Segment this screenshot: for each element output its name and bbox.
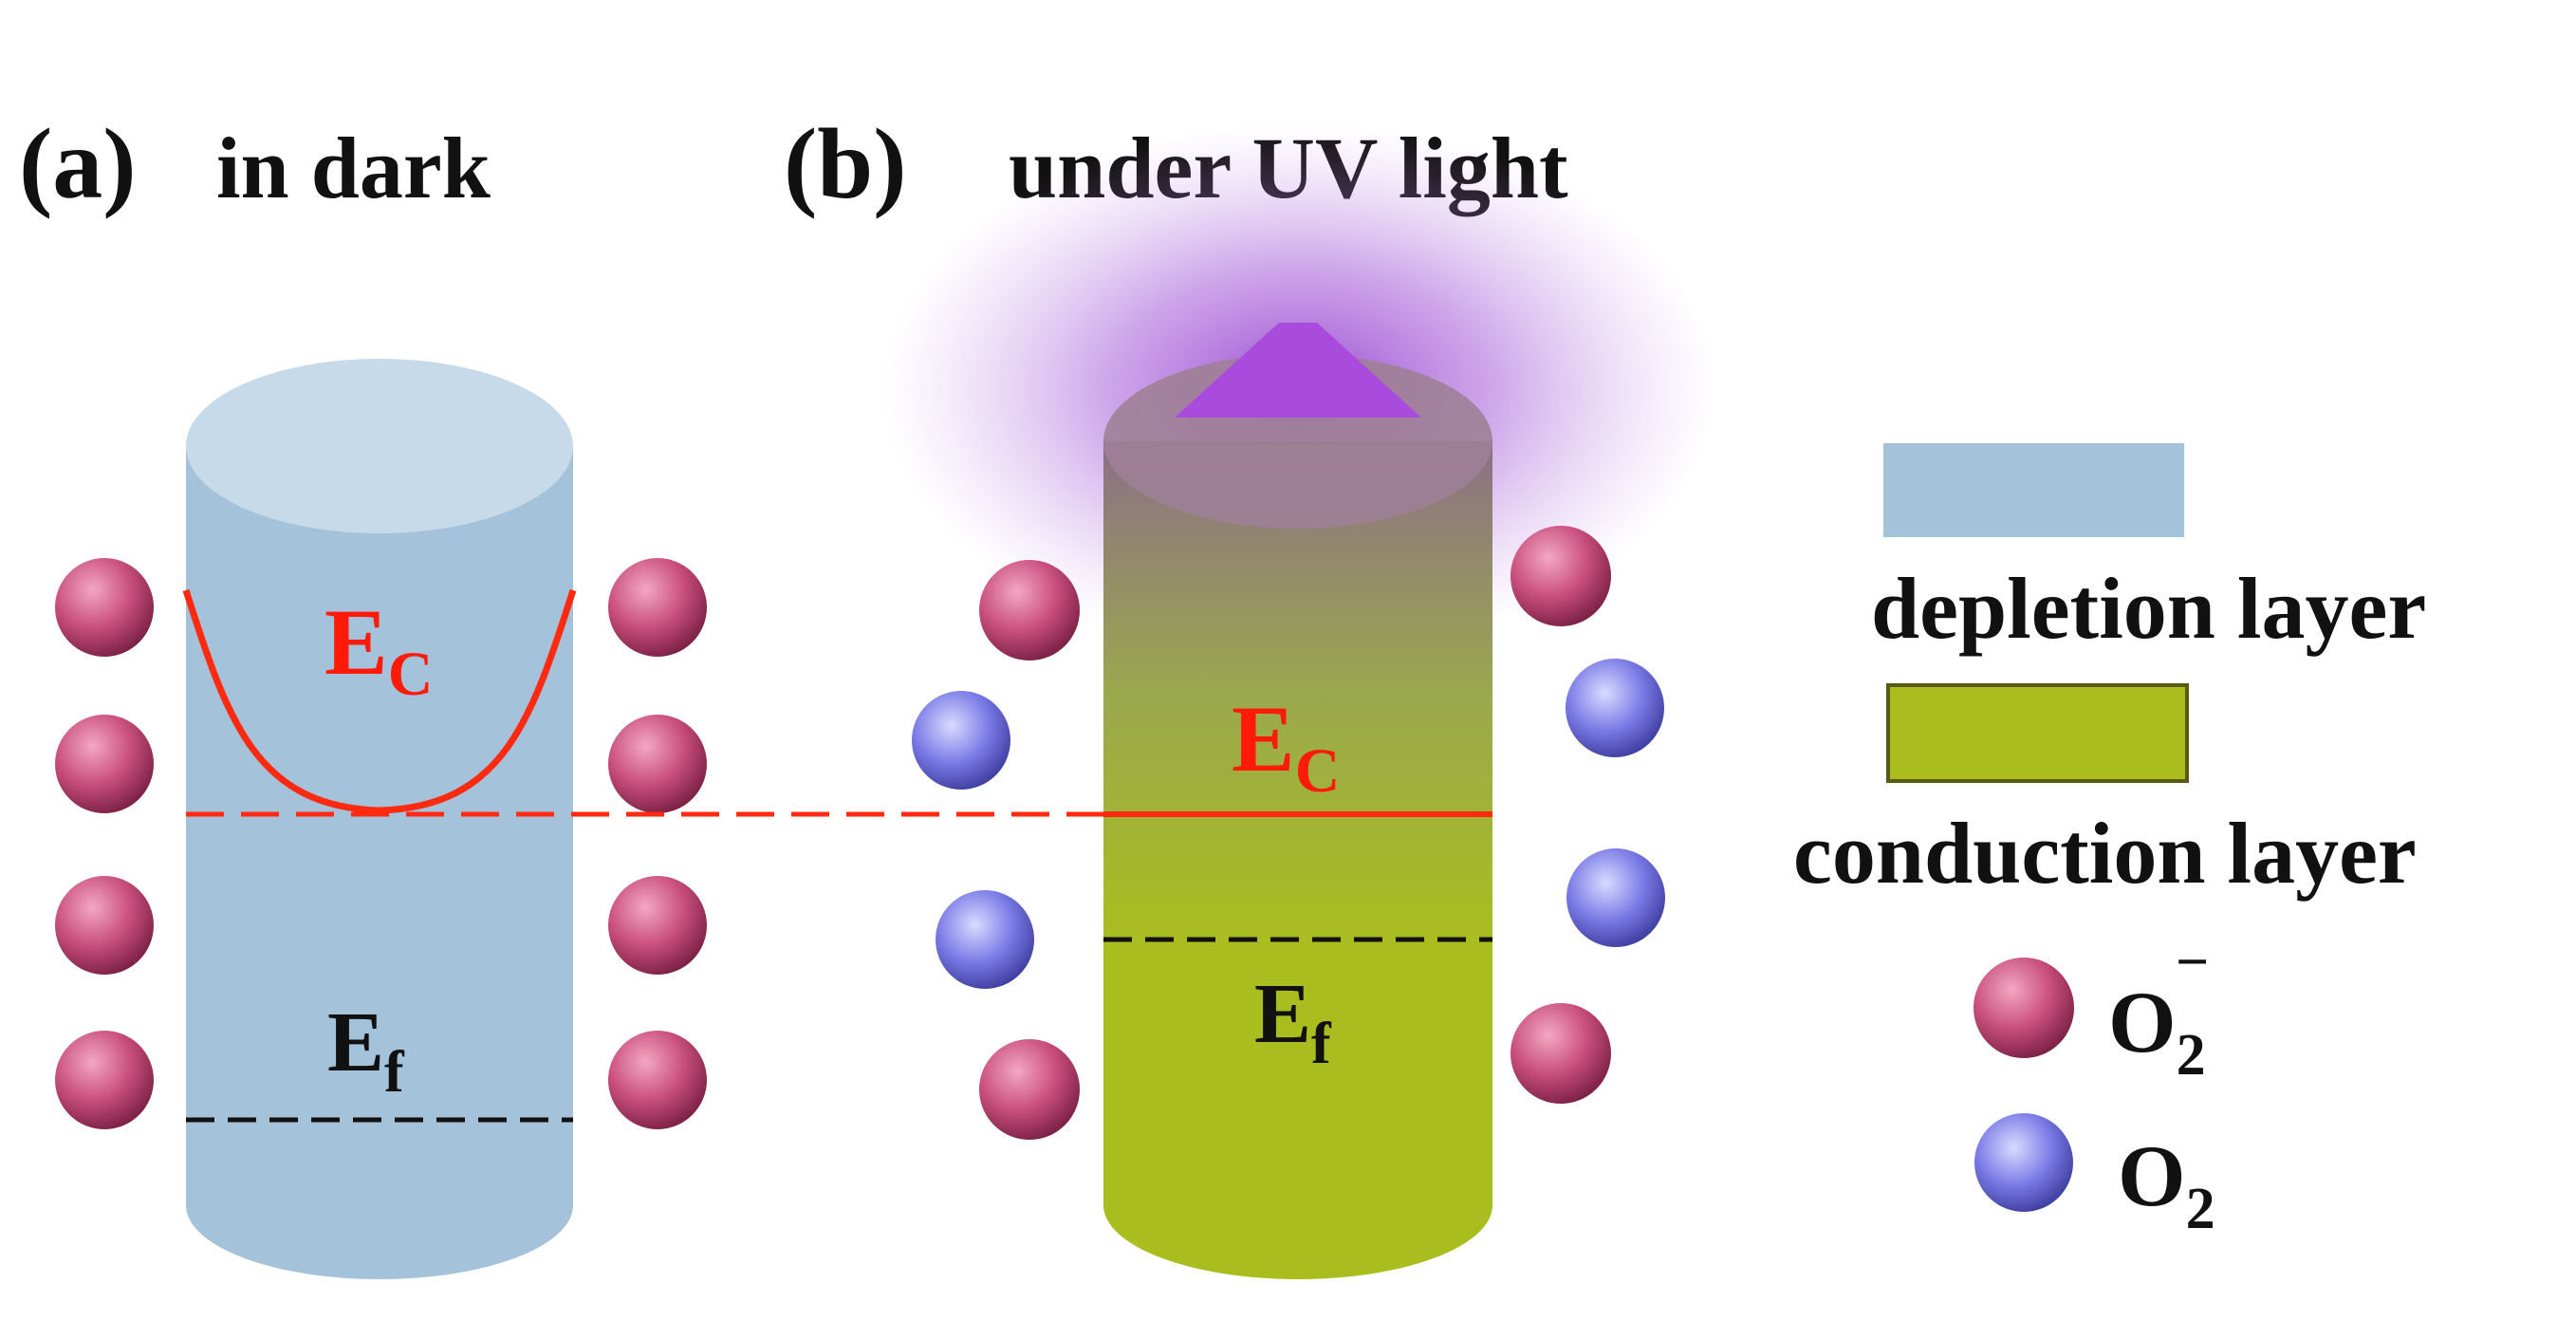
ec-label-b: EC — [1232, 686, 1340, 806]
o2-sphere — [936, 890, 1034, 989]
panel-a-title: in dark — [216, 120, 491, 216]
uv-light-icon — [1175, 323, 1421, 418]
o2-minus-sphere — [979, 1039, 1080, 1140]
legend-o2-minus-superscript: − — [2176, 930, 2209, 995]
o2-minus-spheres-a — [55, 558, 707, 1129]
legend-conduction-swatch — [1886, 683, 2189, 783]
ef-label-a: Ef — [327, 995, 405, 1105]
depletion-cylinder — [186, 359, 573, 1279]
legend-o2-label: O2 — [2118, 1127, 2215, 1241]
panel-b-label: (b) — [784, 108, 907, 219]
ec-band-curve — [182, 588, 577, 814]
legend-depletion-label: depletion layer — [1871, 560, 2426, 657]
o2-minus-sphere — [55, 558, 154, 657]
panel-a-label: (a) — [19, 108, 137, 219]
o2-minus-sphere — [55, 876, 154, 975]
o2-minus-sphere — [608, 558, 707, 657]
legend-depletion-swatch — [1883, 443, 2184, 537]
legend: depletion layer conduction layer O2 − O2 — [1793, 443, 2426, 1241]
legend-o2-minus-sphere — [1974, 958, 2074, 1058]
panel-a: (a) in dark EC Ef — [19, 108, 707, 1279]
o2-minus-sphere — [979, 560, 1080, 660]
o2-minus-sphere — [1510, 1003, 1611, 1104]
o2-sphere — [912, 691, 1010, 790]
legend-o2-sphere — [1974, 1113, 2073, 1212]
o2-sphere — [1566, 659, 1664, 757]
ec-label-a: EC — [324, 589, 433, 709]
o2-minus-sphere — [608, 876, 707, 975]
o2-minus-sphere — [608, 715, 707, 813]
ef-label-b: Ef — [1254, 967, 1332, 1076]
legend-o2-minus-label: O2 — [2108, 974, 2206, 1088]
o2-minus-sphere — [1510, 526, 1611, 626]
o2-minus-sphere — [608, 1031, 707, 1129]
panel-b: (b) under UV light EC Ef — [784, 108, 1717, 1279]
legend-conduction-label: conduction layer — [1793, 805, 2417, 902]
o2-minus-sphere — [55, 715, 154, 813]
o2-sphere — [1566, 848, 1665, 947]
spheres-b — [912, 526, 1665, 1140]
o2-minus-sphere — [55, 1031, 154, 1129]
